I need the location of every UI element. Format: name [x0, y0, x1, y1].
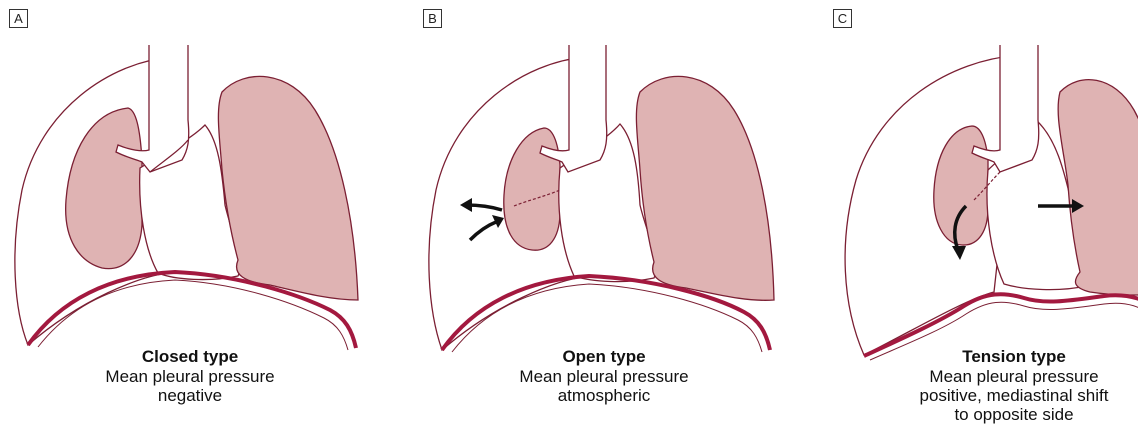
caption-b: Open type Mean pleural pressure atmosphe… — [454, 346, 754, 405]
panel-tension-type: C Tension type Mean pleural pressure pos… — [824, 0, 1138, 437]
caption-description: Mean pleural pressure negative — [40, 367, 340, 405]
caption-c: Tension type Mean pleural pressure posit… — [864, 346, 1138, 424]
caption-title: Tension type — [864, 346, 1138, 367]
caption-a: Closed type Mean pleural pressure negati… — [40, 346, 340, 405]
caption-description: Mean pleural pressure atmospheric — [454, 367, 754, 405]
caption-description: Mean pleural pressure positive, mediasti… — [864, 367, 1138, 424]
panel-closed-type: A Closed type Mean pleural pressure nega… — [0, 0, 380, 437]
caption-title: Open type — [454, 346, 754, 367]
left-lung — [218, 76, 358, 300]
left-lung — [636, 76, 774, 300]
panel-open-type: B Open type Mean pleural pressure atmosp… — [414, 0, 794, 437]
caption-title: Closed type — [40, 346, 340, 367]
